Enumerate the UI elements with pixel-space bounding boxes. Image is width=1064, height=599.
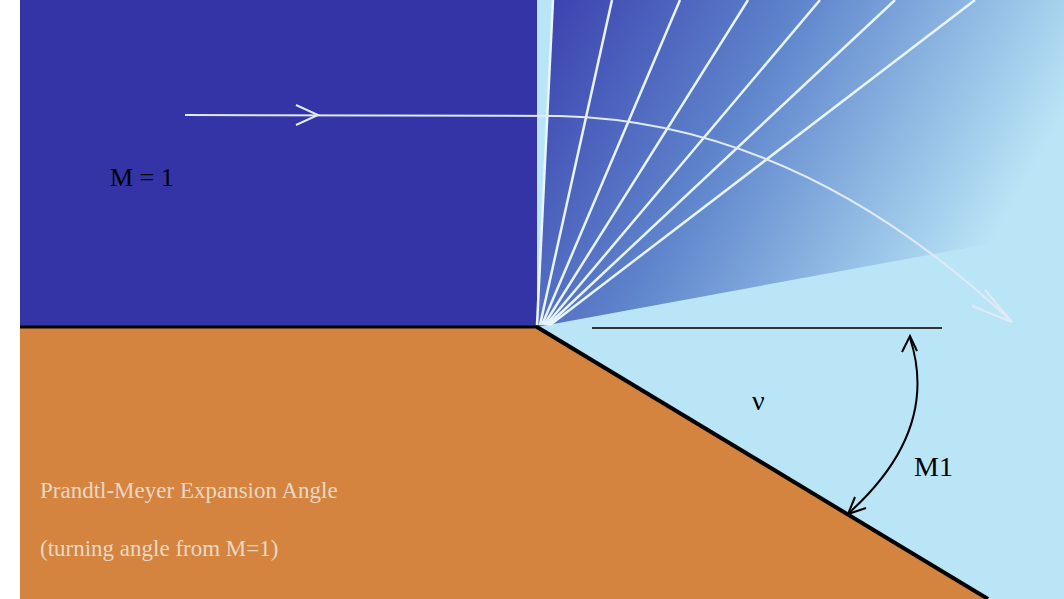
caption-note: (turning angle from M=1) xyxy=(40,536,278,561)
mach-number-label: M = 1 xyxy=(110,164,174,193)
wall-body xyxy=(20,327,988,599)
mach-waves xyxy=(537,0,975,325)
wall-surface xyxy=(537,327,988,599)
caption-note: Prandtl-Meyer Expansion Angle xyxy=(40,478,338,503)
upstream-region xyxy=(20,0,538,327)
streamline xyxy=(185,105,1012,322)
angle-arc xyxy=(848,336,918,514)
wall-surface-upstream xyxy=(20,326,538,329)
expansion-fan-shading xyxy=(537,0,1064,327)
mach-number-label: M1 xyxy=(914,452,953,483)
reference-line xyxy=(592,327,942,329)
angle-symbol: ν xyxy=(752,386,765,417)
